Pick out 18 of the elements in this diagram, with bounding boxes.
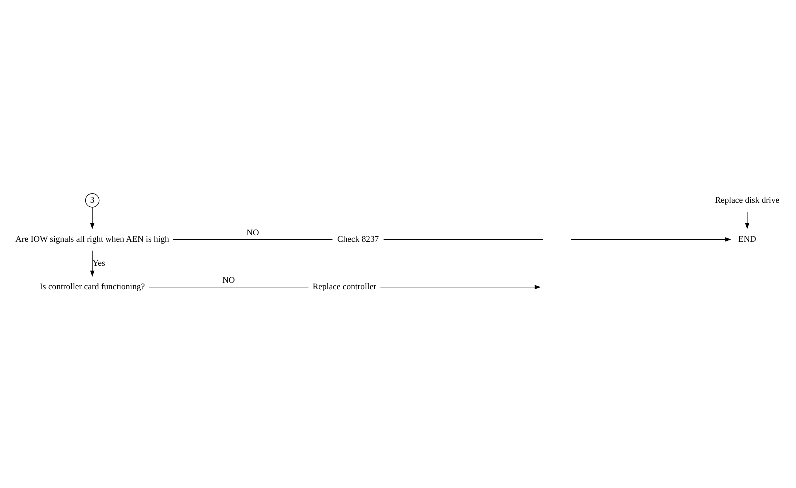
node-text: Is controller card functioning? xyxy=(40,282,146,292)
edge-label: NO xyxy=(246,227,260,238)
node-circle: 3 xyxy=(85,194,100,208)
edge-label: Yes xyxy=(92,258,106,268)
arrow xyxy=(745,212,750,230)
node-text: Check 8237 xyxy=(338,234,380,244)
node-text: Replace disk drive xyxy=(715,194,780,205)
arrow xyxy=(90,250,95,278)
node-text: END xyxy=(738,234,756,244)
connector xyxy=(148,287,310,288)
node-text: Are IOW signals all right when AEN is high xyxy=(16,234,170,244)
arrow xyxy=(90,207,95,230)
connector xyxy=(384,239,544,240)
node-text: Replace controller xyxy=(312,282,377,292)
arrow xyxy=(380,285,542,290)
edge-label: NO xyxy=(222,275,236,286)
connector xyxy=(172,239,334,240)
arrow xyxy=(570,238,732,242)
